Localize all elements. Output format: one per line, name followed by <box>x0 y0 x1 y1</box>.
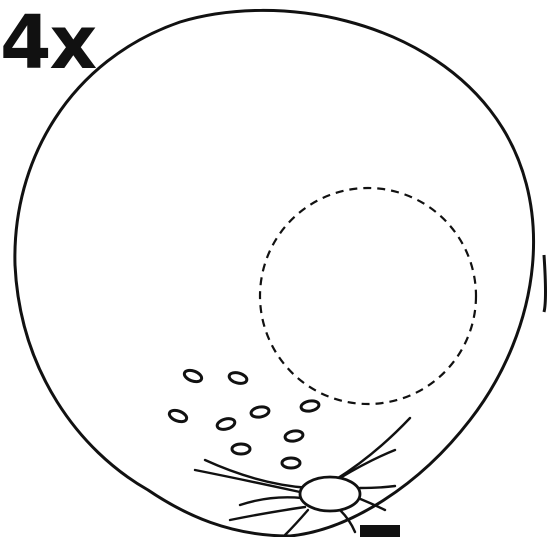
curve-line <box>360 486 395 488</box>
curve-line <box>195 470 300 492</box>
curve-line <box>285 510 308 535</box>
magnification-label: 4x <box>0 6 95 80</box>
small-oval <box>228 371 248 385</box>
small-ovals-group <box>168 368 320 468</box>
curve-line <box>230 507 305 520</box>
curve-line <box>335 418 410 480</box>
small-oval <box>216 417 236 431</box>
small-oval <box>183 368 203 384</box>
outer-circle <box>15 10 534 536</box>
small-oval <box>282 458 300 468</box>
small-oval <box>300 400 319 413</box>
curve-line <box>240 497 302 505</box>
small-oval <box>250 406 269 419</box>
central-oval <box>300 477 360 511</box>
curve-line <box>340 450 395 478</box>
bottom-label-glyph <box>360 525 400 537</box>
small-oval <box>284 430 303 443</box>
bottom-label <box>360 500 400 537</box>
small-oval <box>232 444 250 454</box>
small-oval <box>168 408 188 424</box>
edge-fragment-right <box>544 255 546 312</box>
dashed-circle <box>260 188 476 404</box>
